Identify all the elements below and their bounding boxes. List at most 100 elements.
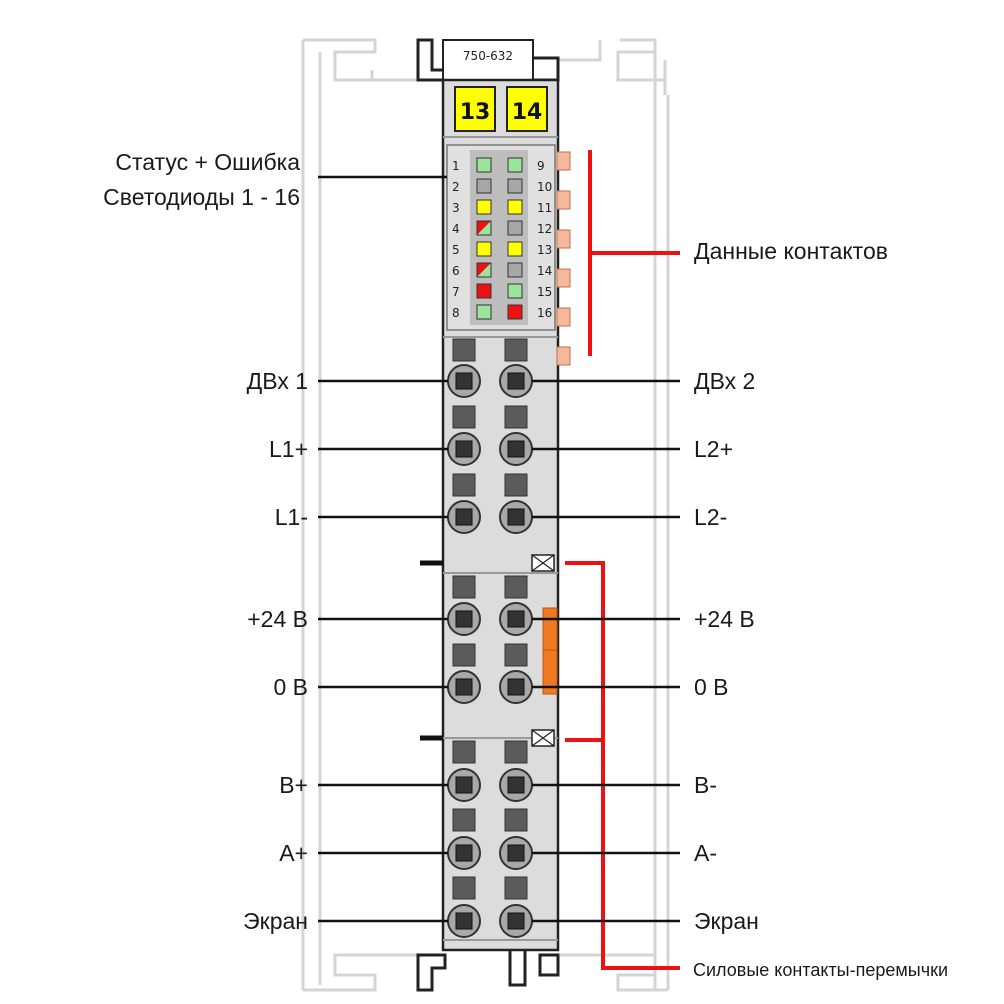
terminal-label-left: 0 В (273, 674, 308, 700)
data-contacts-bracket (588, 150, 680, 356)
terminal-label-left: Экран (243, 908, 308, 934)
led-11 (507, 199, 523, 215)
led-number: 1 (452, 159, 460, 173)
led-12 (507, 220, 523, 236)
status-label-line2: Светодиоды 1 - 16 (103, 184, 300, 210)
led-number: 7 (452, 285, 460, 299)
terminal-label-right: ДВх 2 (694, 368, 755, 394)
orange-jumper (542, 607, 558, 695)
release-button[interactable] (452, 575, 476, 599)
data-contacts-label: Данные контактов (694, 238, 888, 264)
terminal-label-right: +24 В (694, 606, 755, 632)
terminal-clamp[interactable] (447, 364, 481, 398)
release-button[interactable] (452, 473, 476, 497)
led-number: 3 (452, 201, 460, 215)
led-number: 14 (537, 264, 552, 278)
led-number: 5 (452, 243, 460, 257)
data-contacts (556, 151, 571, 366)
led-number: 9 (537, 159, 545, 173)
terminal-label-left: ДВх 1 (247, 368, 308, 394)
led-number: 13 (537, 243, 552, 257)
terminal-label-right: Экран (694, 908, 759, 934)
release-button[interactable] (504, 473, 528, 497)
terminal-clamp[interactable] (499, 602, 533, 636)
terminals (447, 338, 533, 938)
led-15 (507, 283, 523, 299)
data-contact-tab (556, 190, 571, 210)
terminal-label-left: В+ (279, 772, 308, 798)
led-3 (476, 199, 492, 215)
power-jumpers-label: Силовые контакты-перемычки (693, 960, 948, 980)
power-jumper-contacts (420, 554, 558, 747)
terminal-label-right: 0 В (694, 674, 729, 700)
bottom-bracket (416, 943, 560, 992)
terminal-label-left: А+ (279, 840, 308, 866)
led-1 (476, 157, 492, 173)
terminal-clamp[interactable] (447, 836, 481, 870)
release-button[interactable] (452, 740, 476, 764)
led-16 (507, 304, 523, 320)
terminal-clamp[interactable] (499, 670, 533, 704)
release-button[interactable] (504, 575, 528, 599)
release-button[interactable] (452, 338, 476, 362)
data-contact-tab (556, 307, 571, 327)
terminal-label-left: +24 В (247, 606, 308, 632)
led-8 (476, 304, 492, 320)
terminal-label-left: L1+ (269, 436, 308, 462)
din-rail-outline (301, 38, 670, 992)
led-2 (476, 178, 492, 194)
led-4 (476, 220, 492, 236)
terminal-clamp[interactable] (447, 432, 481, 466)
terminal-clamp[interactable] (499, 836, 533, 870)
data-contact-tab (556, 268, 571, 288)
terminal-clamp[interactable] (447, 904, 481, 938)
release-button[interactable] (504, 876, 528, 900)
release-button[interactable] (452, 876, 476, 900)
terminal-clamp[interactable] (499, 500, 533, 534)
terminal-clamp[interactable] (499, 364, 533, 398)
led-number: 16 (537, 306, 552, 320)
data-contact-tab (556, 229, 571, 249)
release-button[interactable] (504, 643, 528, 667)
terminal-clamp[interactable] (447, 500, 481, 534)
led-number: 15 (537, 285, 552, 299)
led-number: 12 (537, 222, 552, 236)
marker-14-label: 14 (512, 100, 543, 125)
led-number: 11 (537, 201, 552, 215)
led-6 (476, 262, 492, 278)
led-5 (476, 241, 492, 257)
led-number: 8 (452, 306, 460, 320)
led-13 (507, 241, 523, 257)
terminal-clamp[interactable] (499, 768, 533, 802)
terminal-label-right: L2+ (694, 436, 733, 462)
release-button[interactable] (504, 405, 528, 429)
power-jumpers-bracket (565, 561, 680, 970)
terminal-clamp[interactable] (447, 602, 481, 636)
terminal-clamp[interactable] (447, 768, 481, 802)
terminal-label-right: А- (694, 840, 717, 866)
marker-13 (454, 86, 496, 132)
release-button[interactable] (504, 740, 528, 764)
release-button[interactable] (452, 808, 476, 832)
data-contact-tab (556, 346, 571, 366)
led-number: 6 (452, 264, 460, 278)
release-button[interactable] (452, 405, 476, 429)
led-number: 4 (452, 222, 460, 236)
marker-13-label: 13 (460, 100, 491, 125)
led-14 (507, 262, 523, 278)
terminal-clamp[interactable] (499, 904, 533, 938)
status-label-line1: Статус + Ошибка (115, 149, 300, 175)
terminal-label-right: L2- (694, 504, 727, 530)
marker-14 (506, 86, 548, 132)
terminal-clamp[interactable] (499, 432, 533, 466)
release-button[interactable] (504, 338, 528, 362)
terminal-clamp[interactable] (447, 670, 481, 704)
release-button[interactable] (452, 643, 476, 667)
release-button[interactable] (504, 808, 528, 832)
part-number: 750-632 (463, 49, 513, 63)
led-10 (507, 178, 523, 194)
led-number: 2 (452, 180, 460, 194)
